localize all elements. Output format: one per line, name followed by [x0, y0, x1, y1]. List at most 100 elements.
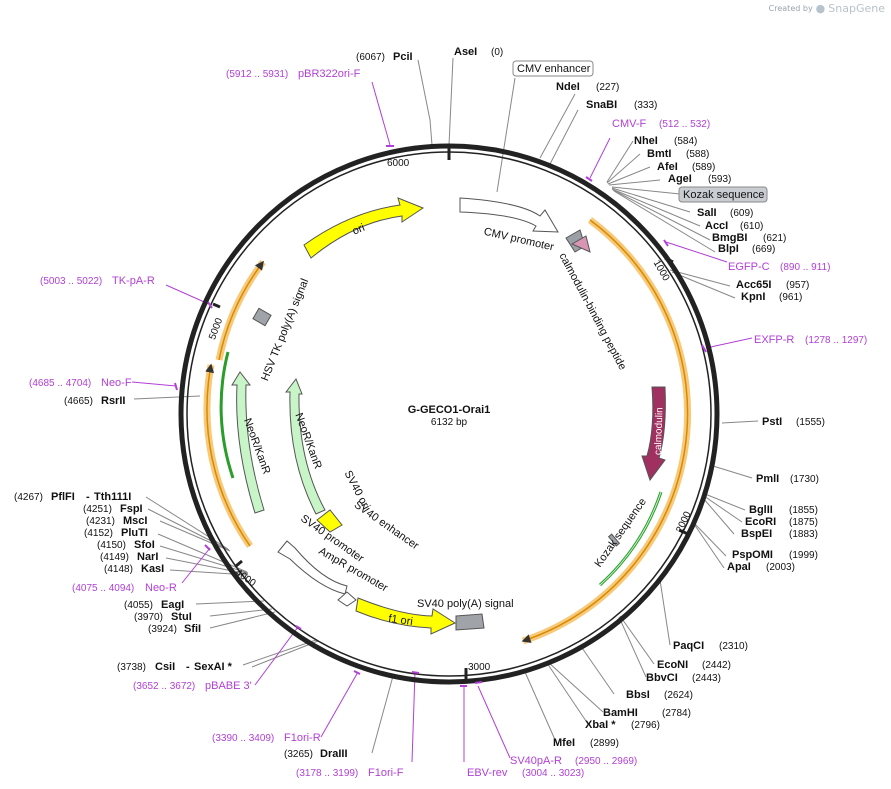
- primer-markers: [174, 145, 707, 687]
- svg-text:SexAI *: SexAI *: [194, 661, 233, 673]
- svg-text:Tth111I: Tth111I: [94, 491, 131, 503]
- site-fspi: FspI: [120, 503, 143, 515]
- feature-label-calmodulin: calmodulin: [653, 407, 666, 455]
- svg-text:(2003): (2003): [766, 562, 795, 573]
- site-pspomi: PspOMI: [732, 549, 773, 561]
- snapgene-credit: Created by ● SnapGene: [769, 2, 885, 15]
- primer-lines: [131, 81, 753, 763]
- svg-text:(4267): (4267): [14, 492, 43, 503]
- svg-text:(2899): (2899): [590, 738, 619, 749]
- site-mfei: MfeI: [553, 737, 575, 749]
- site-asei: AseI: [454, 46, 477, 58]
- site-sfii: SfiI: [184, 623, 201, 635]
- site-pcii: PciI: [393, 51, 413, 63]
- primer-tk-pa-r: TK-pA-R: [112, 275, 155, 287]
- svg-text:(227): (227): [596, 82, 619, 93]
- primer-exfp-r: EXFP-R: [754, 334, 794, 346]
- site-econi: EcoNI: [657, 659, 688, 671]
- feature-label-cbp: calmodulin-binding peptide: [556, 251, 628, 372]
- svg-text:(609): (609): [730, 208, 753, 219]
- site-nari: NarI: [137, 551, 158, 563]
- primer-ebv-rev-range: (3004 .. 3023): [522, 768, 584, 779]
- orf-arcs: [203, 217, 691, 645]
- svg-text:(3970): (3970): [134, 612, 163, 623]
- svg-text:(2443): (2443): [692, 673, 721, 684]
- site-kpni: KpnI: [741, 291, 765, 303]
- sv40-ori-feature: [316, 509, 343, 533]
- svg-text:(1278 .. 1297): (1278 .. 1297): [805, 335, 867, 346]
- primer-cmv-f: CMV-F: [612, 118, 647, 130]
- tick-3000: 3000: [468, 662, 491, 673]
- credit-prefix: Created by: [768, 4, 813, 13]
- primer-labels: (5912 .. 5931) pBR322ori-F CMV-F (512 ..…: [29, 68, 867, 779]
- svg-text:(2796): (2796): [631, 720, 660, 731]
- primer-sv40pa-r: SV40pA-R: [510, 755, 562, 767]
- svg-text:(4251): (4251): [83, 504, 112, 515]
- svg-text:(589): (589): [692, 162, 715, 173]
- site-sfoi: SfoI: [134, 539, 155, 551]
- svg-text:(2950 .. 2969): (2950 .. 2969): [575, 756, 637, 767]
- site-bbsi: BbsI: [626, 689, 650, 701]
- feature-shapes: [231, 197, 666, 635]
- primer-neo-f: Neo-F: [101, 377, 132, 389]
- hsv-tk-polya-feature: [252, 307, 272, 327]
- svg-text:(957): (957): [786, 280, 809, 291]
- site-acc65i: Acc65I: [736, 279, 771, 291]
- ori-feature: [303, 197, 425, 259]
- site-labels: AseI (0) NdeI (227) SnaBI (333) NheI (58…: [14, 46, 825, 760]
- site-agei: AgeI: [668, 173, 692, 185]
- plasmid-name: G-GECO1-Orai1: [408, 404, 491, 416]
- svg-text:Kozak sequence: Kozak sequence: [683, 189, 764, 201]
- site-bbvci: BbvCI: [646, 672, 678, 684]
- primer-ebv-rev: EBV-rev: [467, 767, 508, 779]
- svg-text:(4665): (4665): [64, 396, 93, 407]
- site-afei: AfeI: [657, 161, 678, 173]
- tick-6000: 6000: [387, 158, 410, 169]
- feature-label-hsv-tk: HSV TK poly(A) signal: [259, 277, 311, 383]
- primer-pbabe3: pBABE 3': [205, 680, 252, 692]
- site-bspei: BspEI: [741, 528, 772, 540]
- svg-text:(5003 .. 5022): (5003 .. 5022): [40, 276, 102, 287]
- kozak-feature: [607, 533, 621, 547]
- cmv-promoter-feature: [459, 197, 559, 233]
- feature-label-ori: ori: [351, 222, 367, 238]
- site-bglii: BglII: [749, 504, 773, 516]
- site-tth111i: -: [86, 491, 90, 503]
- svg-text:(610): (610): [740, 221, 763, 232]
- site-nhei: NheI: [634, 135, 658, 147]
- svg-text:(621): (621): [763, 233, 786, 244]
- svg-text:(3924): (3924): [148, 624, 177, 635]
- site-snabi: SnaBI: [586, 99, 617, 111]
- snapgene-logo-icon: ●: [815, 2, 826, 15]
- site-stui: StuI: [171, 611, 192, 623]
- site-ecori: EcoRI: [745, 516, 776, 528]
- primer-pbr322ori-f: pBR322ori-F: [298, 68, 361, 80]
- site-blpi: BlpI: [718, 243, 739, 255]
- svg-text:(1555): (1555): [796, 417, 825, 428]
- plasmid-size: 6132 bp: [431, 417, 468, 428]
- leader-lines: [133, 57, 759, 754]
- svg-text:(512 .. 532): (512 .. 532): [659, 119, 710, 130]
- primer-f1ori-f: F1ori-F: [368, 767, 404, 779]
- svg-text:(333): (333): [634, 100, 657, 111]
- primer-f1ori-r: F1ori-R: [284, 732, 321, 744]
- site-msci: MscI: [123, 515, 147, 527]
- site-ndei: NdeI: [556, 81, 580, 93]
- svg-text:(4685 .. 4704): (4685 .. 4704): [29, 378, 91, 389]
- svg-text:(5912 .. 5931): (5912 .. 5931): [226, 69, 288, 80]
- site-acci: AccI: [705, 220, 728, 232]
- svg-text:(4150): (4150): [97, 540, 126, 551]
- site-pluti: PluTI: [121, 527, 148, 539]
- svg-text:(0): (0): [491, 47, 503, 58]
- svg-text:(2784): (2784): [662, 708, 691, 719]
- neor-outer-feature: [231, 371, 265, 514]
- site-psti: PstI: [762, 416, 782, 428]
- site-rsrii: RsrII: [101, 395, 125, 407]
- svg-text:(1730): (1730): [790, 474, 819, 485]
- svg-text:(4075 .. 4094): (4075 .. 4094): [72, 583, 134, 594]
- site-pflfi: PflFI: [51, 491, 75, 503]
- site-pmli: PmlI: [756, 473, 779, 485]
- scale-ticks: [212, 146, 689, 680]
- credit-brand: SnapGene: [828, 2, 885, 15]
- svg-text:(3265): (3265): [284, 749, 313, 760]
